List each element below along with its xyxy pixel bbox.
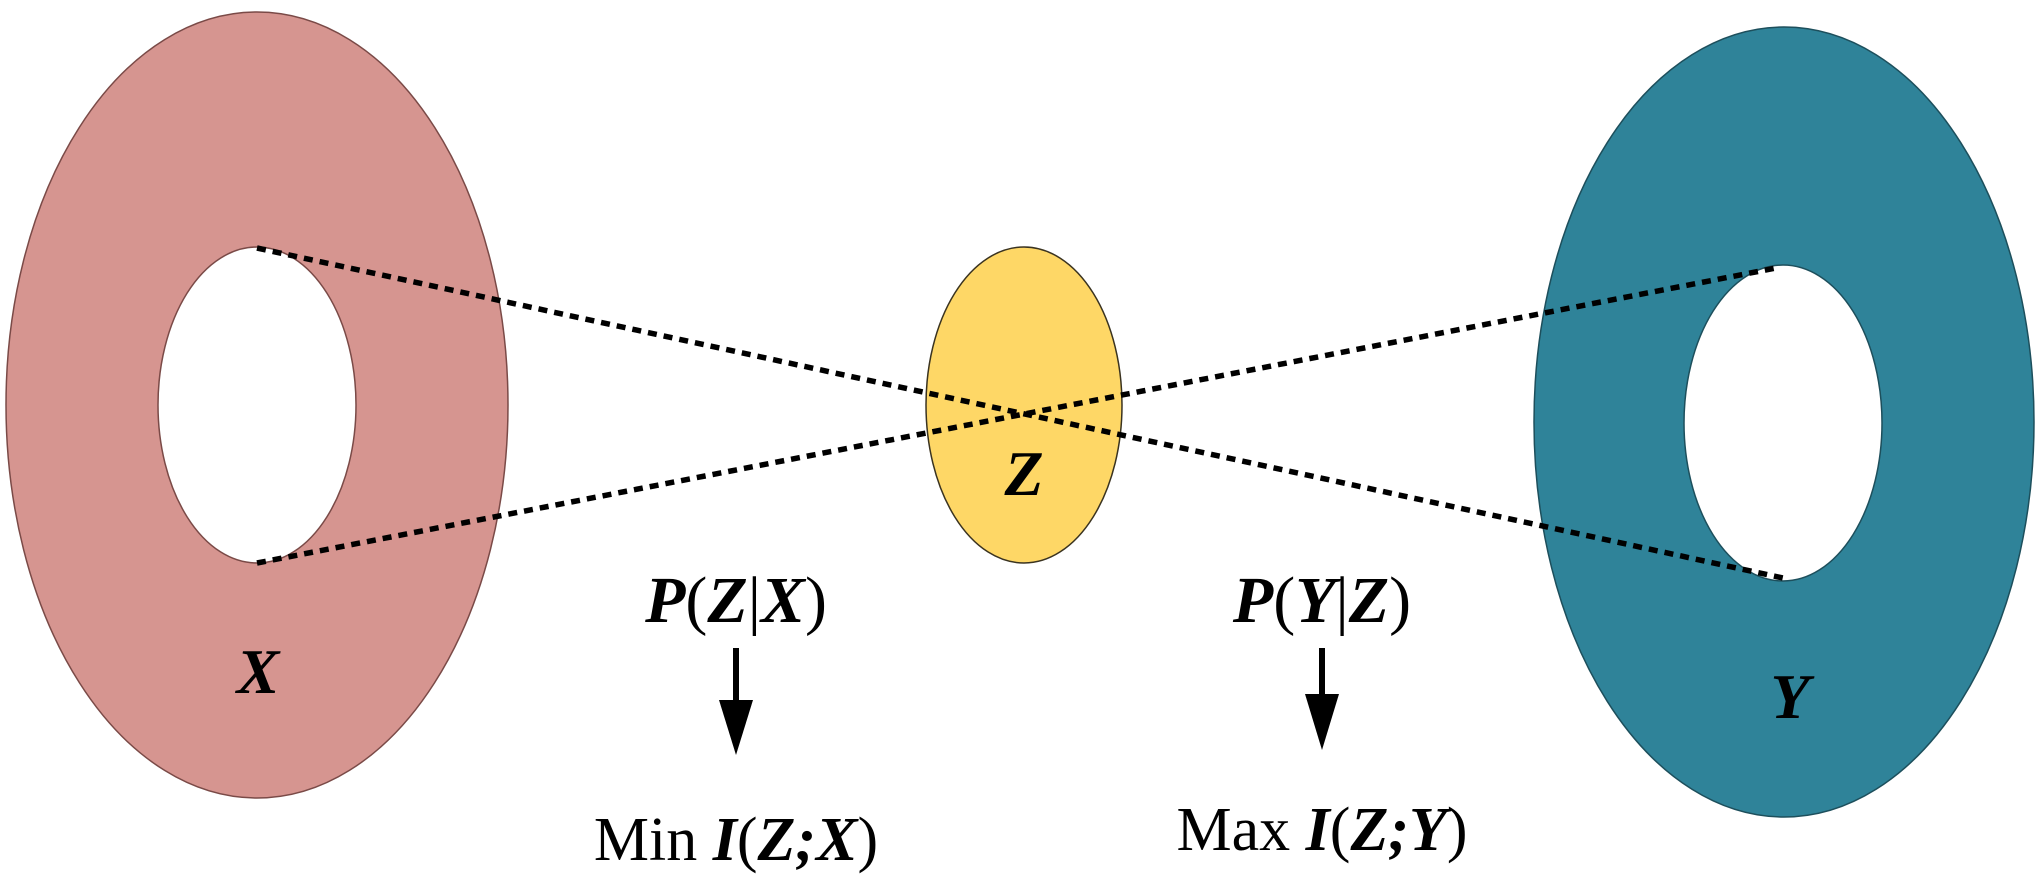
decoder-objective-label: Max I(Z;Y) [1176,796,1467,864]
projection-lines [256,245,1784,581]
decoder-distribution-label: P(Y|Z) [1232,564,1411,637]
encoder-group: P(Z|X) Min I(Z;X) [594,564,878,874]
y-set-label: Y [1770,661,1814,732]
dashed-line-x-bottom-to-y-top [256,265,1777,566]
z-set-label: Z [1003,438,1043,509]
decoder-group: P(Y|Z) Max I(Z;Y) [1176,564,1467,864]
y-set [1533,26,2035,818]
x-set-label: X [235,636,281,707]
z-set [925,246,1123,564]
decoder-arrow-head [1305,694,1339,750]
y-set-hole [1683,264,1883,582]
x-set [5,11,509,799]
encoder-arrow-head [719,700,753,755]
x-set-hole [157,246,357,564]
encoder-distribution-label: P(Z|X) [644,564,827,637]
dashed-line-x-top-to-y-bottom [256,245,1784,581]
encoder-objective-label: Min I(Z;X) [594,806,878,874]
